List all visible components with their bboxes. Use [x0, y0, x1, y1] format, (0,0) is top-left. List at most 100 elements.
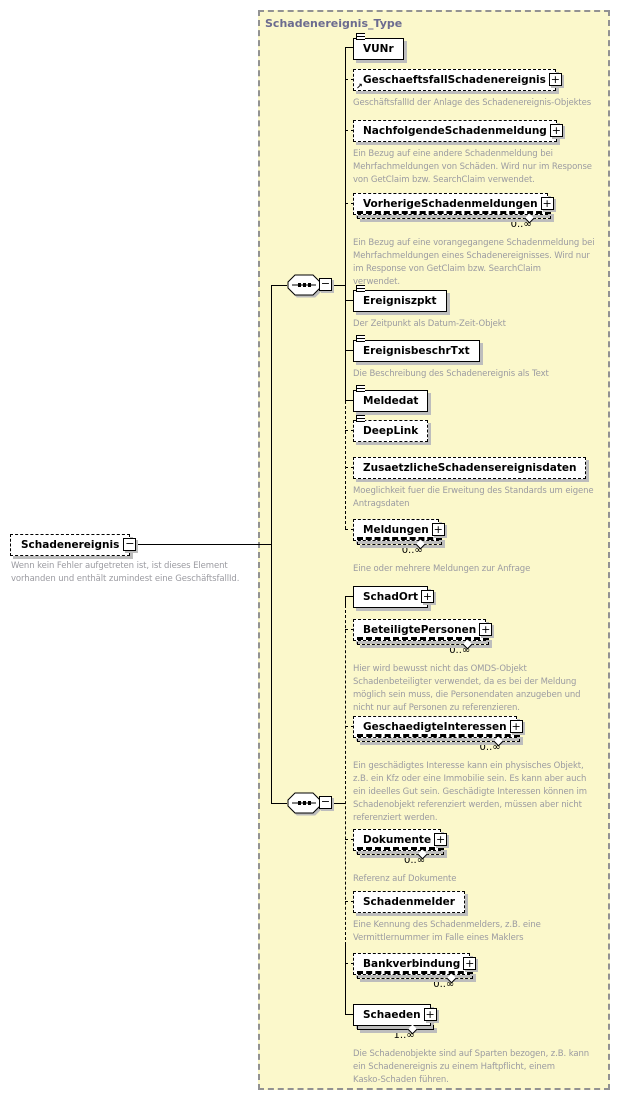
trunk1-solid [345, 47, 346, 401]
attributes-icon [356, 385, 365, 392]
stub-ereignisbeschr [345, 350, 354, 351]
expand-icon[interactable] [423, 1008, 437, 1021]
element-nachfolgendeschadenmeldung[interactable]: NachfolgendeSchadenmeldung Ein Bezug auf… [353, 119, 592, 187]
trunk2-dashed [345, 605, 346, 945]
element-label: EreignisbeschrTxt [363, 345, 470, 357]
connector-seq2-in [271, 803, 287, 804]
element-label: Meldedat [363, 395, 419, 407]
stub-beteiligte [345, 629, 354, 630]
collapse-icon[interactable] [319, 796, 332, 809]
element-meldungen[interactable]: Meldungen 0..∞ Eine oder mehrere Meldung… [353, 518, 530, 576]
cardinality: 0..∞ [401, 545, 423, 556]
expand-icon[interactable] [549, 124, 563, 137]
element-label: ZusaetzlicheSchadensereignisdaten [363, 462, 577, 474]
element-label: GeschaedigteInteressen [363, 721, 507, 733]
attributes-icon [356, 33, 365, 40]
trunk1-dashed [345, 401, 346, 529]
sequence-icon-2[interactable] [287, 792, 335, 814]
expand-icon[interactable] [479, 623, 493, 636]
connector-spine [271, 285, 272, 803]
cardinality: 0..∞ [510, 219, 532, 230]
sequence-icon-1[interactable] [287, 274, 335, 296]
annotation: Die Schadenobjekte sind auf Sparten bezo… [353, 1049, 590, 1085]
element-ereignisbeschrtxt[interactable]: EreignisbeschrTxt Die Beschreibung des S… [353, 335, 549, 381]
element-schadenmelder[interactable]: Schadenmelder Eine Kennung des Schadenme… [353, 890, 541, 945]
expand-icon[interactable] [421, 590, 434, 603]
annotation: GeschäftsfallId der Anlage des Schadener… [353, 98, 592, 108]
element-geschaedigteinteressen[interactable]: GeschaedigteInteressen 0..∞ Ein geschädi… [353, 715, 587, 825]
element-beteiligtepersonen[interactable]: BeteiligtePersonen 0..∞ Hier wird bewuss… [353, 618, 581, 715]
stub-geschaeftsfall [345, 79, 354, 80]
stub-nachfolgende [345, 130, 354, 131]
element-label: BeteiligtePersonen [363, 624, 477, 636]
connector-root [100, 544, 271, 545]
annotation: Wenn kein Fehler aufgetreten ist, ist di… [11, 561, 240, 584]
stub-schadort [345, 596, 354, 597]
element-zusaetzlicheschadensereignisdaten[interactable]: ZusaetzlicheSchadensereignisdaten Moegli… [353, 456, 594, 511]
element-label: Dokumente [363, 834, 432, 846]
element-label: Ereigniszpkt [363, 295, 437, 307]
expand-icon[interactable] [431, 523, 445, 536]
cardinality: 0..∞ [404, 855, 426, 866]
attributes-icon [356, 415, 365, 422]
element-label: Schadenmelder [363, 896, 455, 908]
element-schadenereignis[interactable]: Schadenereignis [10, 533, 137, 556]
annotation: Eine oder mehrere Meldungen zur Anfrage [353, 564, 531, 574]
stub-meldungen [345, 529, 354, 530]
element-label: DeepLink [363, 425, 419, 437]
annotation: Ein Bezug auf eine andere Schadenmeldung… [353, 149, 592, 185]
element-schadort[interactable]: SchadOrt [353, 585, 434, 608]
expand-icon[interactable] [463, 957, 477, 970]
element-meldedat[interactable]: Meldedat [353, 385, 429, 412]
stub-ereigniszpkt [345, 300, 354, 301]
collapse-icon[interactable] [123, 538, 137, 551]
annotation: Hier wird bewusst nicht das OMDS-Objekt … [353, 664, 581, 713]
connector-seq1-in [271, 285, 287, 286]
element-label: SchadOrt [363, 591, 418, 603]
element-label: NachfolgendeSchadenmeldung [363, 125, 547, 137]
reference-arrow-icon [356, 83, 363, 91]
expand-icon[interactable] [434, 833, 448, 846]
element-label: Schaeden [363, 1009, 421, 1021]
cardinality: 0..∞ [449, 645, 471, 656]
stub-vunr [345, 47, 354, 48]
annotation: Ein Bezug auf eine vorangegangene Schade… [353, 238, 595, 287]
stub-vorherige [345, 203, 354, 204]
element-bankverbindung[interactable]: Bankverbindung 0..∞ [353, 952, 477, 991]
element-label: GeschaeftsfallSchadenereignis [363, 74, 546, 86]
element-geschaeftsfallschadenereignis[interactable]: GeschaeftsfallSchadenereignis Geschäftsf… [353, 68, 591, 110]
stub-dokumente [345, 839, 354, 840]
element-label: VorherigeSchadenmeldungen [363, 198, 538, 210]
element-label: VUNr [363, 43, 394, 55]
expand-icon[interactable] [509, 720, 523, 733]
trunk2-solid-bottom [345, 945, 346, 1014]
cardinality: 1..∞ [393, 1030, 415, 1041]
collapse-icon[interactable] [319, 278, 332, 291]
stub-zusaetzliche [345, 467, 354, 468]
element-ereigniszpkt[interactable]: Ereigniszpkt Der Zeitpunkt als Datum-Zei… [353, 285, 506, 331]
cardinality: 0..∞ [479, 742, 501, 753]
stub-bankverbindung [345, 963, 354, 964]
annotation: Die Beschreibung des Schadenereignis als… [353, 369, 549, 379]
stub-meldedat [345, 400, 354, 401]
cardinality: 0..∞ [433, 979, 455, 990]
expand-icon[interactable] [548, 73, 562, 86]
element-dokumente[interactable]: Dokumente 0..∞ Referenz auf Dokumente [353, 828, 457, 886]
connector-seq1-out [330, 285, 346, 286]
element-label: Bankverbindung [363, 958, 461, 970]
element-vorherigeschadenmeldungen[interactable]: VorherigeSchadenmeldungen 0..∞ Ein Bezug… [353, 192, 595, 289]
expand-icon[interactable] [540, 197, 554, 210]
stub-geschaedigte [345, 726, 354, 727]
element-schaeden[interactable]: Schaeden 1..∞ Die Schadenobjekte sind au… [353, 1003, 589, 1087]
trunk2-solid-top [345, 596, 346, 605]
annotation: Der Zeitpunkt als Datum-Zeit-Objekt [353, 319, 506, 329]
type-frame-title: Schadenereignis_Type [265, 17, 403, 30]
stub-schadenmelder [345, 901, 354, 902]
element-deeplink[interactable]: DeepLink [353, 415, 429, 442]
annotation: Eine Kennung des Schadenmelders, z.B. ei… [353, 920, 541, 943]
element-label: Schadenereignis [21, 539, 120, 551]
annotation: Ein geschädigtes Interesse kann ein phys… [353, 761, 587, 823]
element-vunr[interactable]: VUNr [353, 33, 404, 60]
stub-schaeden [345, 1014, 354, 1015]
